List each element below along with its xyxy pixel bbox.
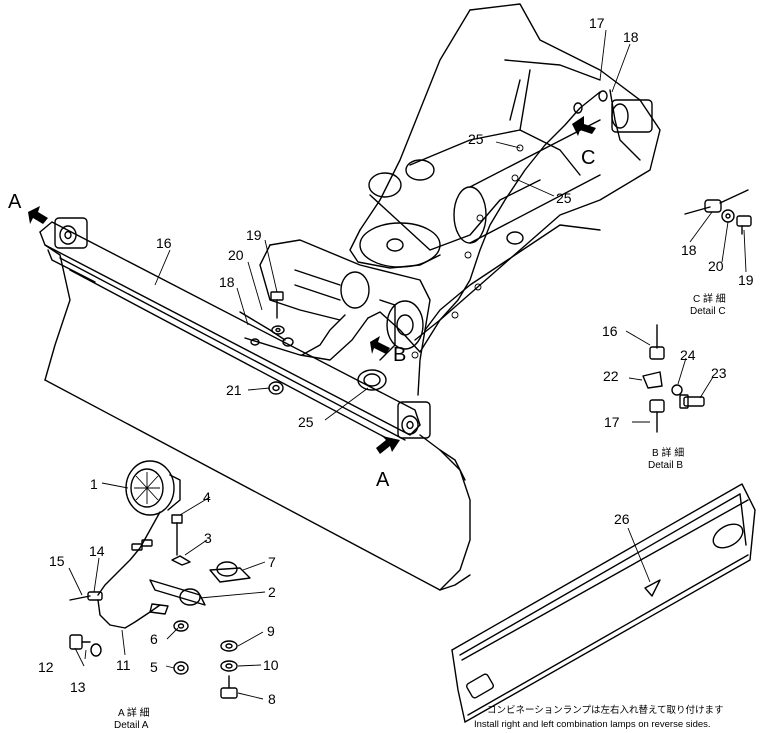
callout-22: 22 [603, 368, 619, 384]
callout-16b: 16 [602, 323, 618, 339]
callout-6: 6 [150, 631, 158, 647]
callout-13: 13 [70, 679, 86, 695]
callout-19: 19 [246, 227, 262, 243]
harness-drawing [244, 90, 608, 361]
callout-25b: 25 [556, 190, 572, 206]
callout-labels: 1 2 3 4 5 6 7 8 9 10 11 12 13 14 15 16 1… [38, 15, 754, 707]
view-letter-a-upper: A [8, 191, 22, 213]
arrow-a-upper-icon [28, 206, 48, 224]
callout-21: 21 [226, 382, 242, 398]
detail-b-en: Detail B [648, 460, 683, 471]
install-note: コンビネーションランプは左右入れ替えて取り付けます Install right … [474, 704, 724, 730]
arrow-a-lower-icon [376, 436, 400, 454]
install-note-jp: コンビネーションランプは左右入れ替えて取り付けます [487, 704, 724, 716]
detail-a-jp: A 詳 細 [118, 706, 150, 719]
callout-20b: 20 [708, 258, 724, 274]
callout-18: 18 [623, 29, 639, 45]
callout-14: 14 [89, 543, 105, 559]
callout-18b: 18 [219, 274, 235, 290]
callout-18c: 18 [681, 242, 697, 258]
callout-12: 12 [38, 659, 54, 675]
callout-20: 20 [228, 247, 244, 263]
view-arrows [28, 116, 596, 454]
blade-drawing [39, 217, 471, 591]
detail-b-jp: B 詳 細 [652, 446, 684, 459]
callout-1: 1 [90, 476, 98, 492]
detail-captions: A 詳 細 Detail A B 詳 細 Detail B C 詳 細 Deta… [114, 292, 726, 731]
detail-c-jp: C 詳 細 [693, 292, 726, 305]
view-letters: A A B C [8, 147, 595, 491]
callout-17b: 17 [604, 414, 620, 430]
callout-2: 2 [268, 584, 276, 600]
arrow-b-icon [370, 336, 390, 354]
view-letter-c: C [581, 147, 595, 169]
detail-a-drawing [69, 460, 251, 699]
callout-15: 15 [49, 553, 65, 569]
view-letter-b: B [393, 344, 406, 366]
callout-23: 23 [711, 365, 727, 381]
callout-19b: 19 [738, 272, 754, 288]
callout-3: 3 [204, 530, 212, 546]
callout-5: 5 [150, 659, 158, 675]
callout-9: 9 [267, 623, 275, 639]
callout-16: 16 [156, 235, 172, 251]
callout-8: 8 [268, 691, 276, 707]
callout-10: 10 [263, 657, 279, 673]
view-letter-a-lower: A [376, 469, 390, 491]
detail-c-drawing [684, 189, 752, 235]
callout-17: 17 [589, 15, 605, 31]
callout-11: 11 [116, 657, 131, 673]
callout-26: 26 [614, 511, 630, 527]
detail-b-drawing [642, 324, 705, 433]
leader-lines [68, 29, 747, 700]
combination-lamp-drawing [451, 483, 756, 723]
detail-a-en: Detail A [114, 720, 149, 731]
install-note-en: Install right and left combination lamps… [474, 719, 711, 730]
callout-24: 24 [680, 347, 696, 363]
arrow-c-icon [572, 116, 596, 136]
callout-25a: 25 [468, 131, 484, 147]
callout-25c: 25 [298, 414, 314, 430]
callout-4: 4 [203, 489, 211, 505]
loader-arm-drawing [349, 3, 661, 396]
detail-c-en: Detail C [690, 306, 726, 317]
fasteners-drawing [239, 291, 294, 395]
callout-7: 7 [268, 554, 276, 570]
